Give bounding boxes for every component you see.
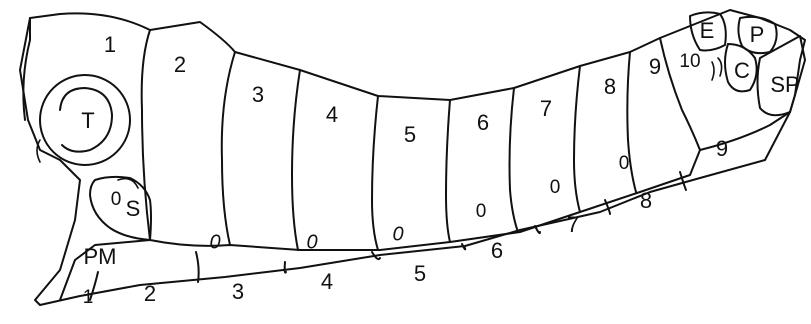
ventral-label-8: 8 — [640, 188, 652, 213]
subgenital-plate-label: SP — [770, 72, 799, 97]
spiracle-mark-7: 0 — [619, 153, 630, 174]
dorsal-label-10: 10 — [679, 51, 700, 72]
tympanum-label: T — [81, 108, 94, 133]
dorsal-label-7: 7 — [540, 96, 552, 121]
spiracle-mark-4: 0 — [392, 223, 403, 245]
ventral-label-5: 5 — [414, 261, 426, 286]
paraproct-label: P — [750, 22, 765, 47]
cercus-label: C — [734, 58, 750, 83]
ventral-label-6: 6 — [491, 238, 503, 263]
ventral-label-7: 7 — [567, 212, 579, 237]
spiracle-mark-5: 0 — [476, 201, 487, 222]
ventral-label-9: 9 — [716, 136, 728, 161]
dorsal-label-3: 3 — [252, 82, 264, 107]
dorsal-label-1: 1 — [104, 32, 116, 57]
pleural-membrane-label: PM — [84, 244, 117, 269]
dorsal-label-6: 6 — [477, 110, 489, 135]
dorsal-label-2: 2 — [174, 52, 186, 77]
spiracle-mark-2: 0 — [209, 231, 220, 253]
dorsal-label-9: 9 — [649, 54, 661, 79]
epiproct-label: E — [700, 18, 715, 43]
dorsal-label-4: 4 — [326, 102, 338, 127]
spiracle-label: S — [126, 196, 141, 221]
dorsal-label-8: 8 — [604, 74, 616, 99]
ventral-label-3: 3 — [232, 279, 244, 304]
spiracle-mark-1: 0 — [111, 189, 122, 210]
spiracle-mark-3: 0 — [306, 231, 317, 253]
ventral-label-4: 4 — [321, 269, 333, 294]
ventral-label-1: 1 — [83, 287, 94, 308]
ventral-label-2: 2 — [144, 281, 156, 306]
spiracle-mark-6: 0 — [550, 177, 561, 198]
dorsal-label-5: 5 — [404, 122, 416, 147]
